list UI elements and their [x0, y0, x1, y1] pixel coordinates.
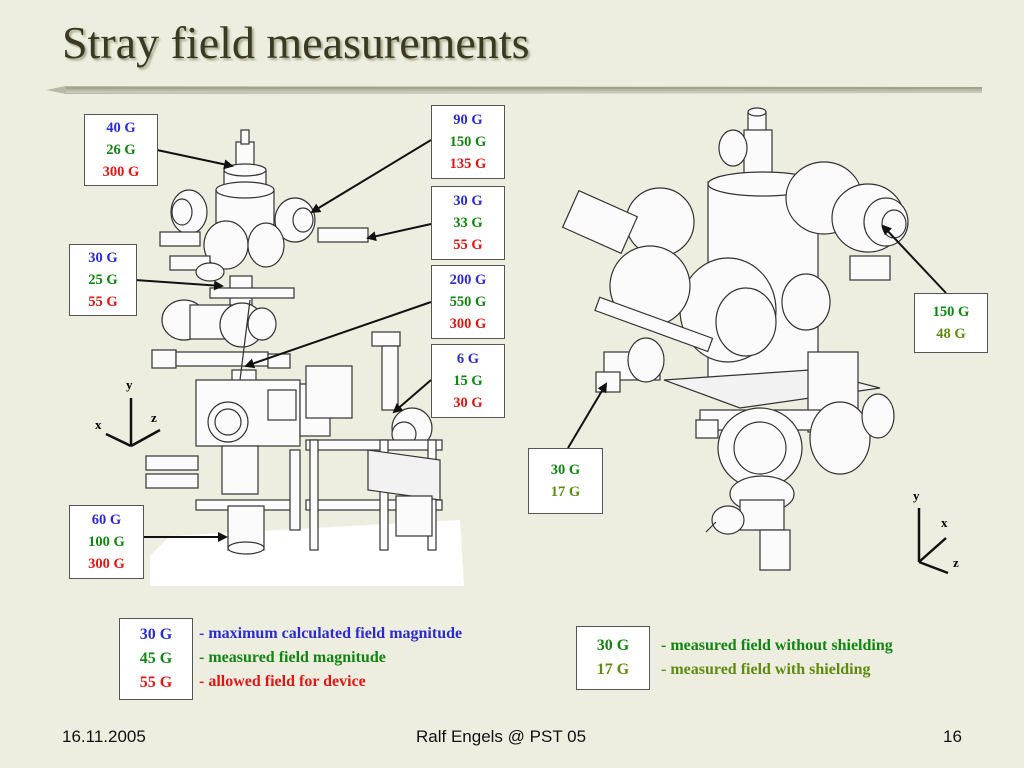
axes-left	[105, 398, 161, 448]
left-apparatus-drawing	[145, 129, 443, 555]
with-shielding-value: 17 G	[550, 484, 581, 500]
shielding-box-lower: 30 G 17 G	[528, 448, 603, 514]
footer-author: Ralf Engels @ PST 05	[416, 727, 587, 746]
max-calculated-value: 30 G	[453, 193, 483, 209]
max-calculated-value: 60 G	[91, 512, 122, 528]
without-shielding-value: 30 G	[550, 462, 581, 478]
measured-value: 550 G	[449, 294, 487, 310]
legend-value-without-shielding: 30 G	[596, 637, 630, 654]
axis-label-z-right: z	[953, 555, 959, 570]
measured-value: 15 G	[453, 373, 483, 389]
allowed-value: 300 G	[449, 316, 487, 332]
legend-desc-measured: - measured field magnitude	[199, 649, 386, 666]
field-box-center-1: 90 G 150 G 135 G	[431, 105, 505, 179]
slide-title: Stray field measurements	[62, 17, 530, 68]
allowed-value: 55 G	[453, 237, 483, 253]
title-divider	[46, 86, 982, 94]
field-box-center-3: 200 G 550 G 300 G	[431, 265, 505, 339]
field-box-middle-left: 30 G 25 G 55 G	[69, 244, 137, 316]
with-shielding-value: 48 G	[936, 326, 966, 342]
legend-desc-allowed: - allowed field for device	[199, 673, 366, 690]
allowed-value: 30 G	[453, 395, 483, 411]
max-calculated-value: 40 G	[106, 120, 136, 136]
allowed-value: 135 G	[449, 156, 487, 172]
measured-value: 26 G	[106, 142, 136, 158]
legend-field-descriptions: - maximum calculated field magnitude - m…	[199, 622, 559, 702]
legend-value-green: 45 G	[139, 650, 173, 667]
legend-value-blue: 30 G	[139, 626, 173, 643]
allowed-value: 300 G	[102, 164, 140, 180]
axis-label-y-right: y	[913, 488, 920, 503]
legend-value-with-shielding: 17 G	[596, 661, 630, 678]
field-box-bottom-left: 60 G 100 G 300 G	[69, 505, 144, 579]
legend-desc-without-shielding: - measured field without shielding	[661, 637, 893, 654]
axis-label-x-right: x	[941, 515, 948, 530]
measured-value: 100 G	[88, 534, 125, 550]
allowed-value: 55 G	[88, 294, 118, 310]
axis-label-x-left: x	[95, 417, 102, 432]
field-box-center-2: 30 G 33 G 55 G	[431, 186, 505, 260]
without-shielding-value: 150 G	[932, 304, 970, 320]
measured-value: 33 G	[453, 215, 483, 231]
max-calculated-value: 200 G	[449, 272, 487, 288]
footer-date: 16.11.2005	[62, 727, 146, 746]
legend-shielding-descriptions: - measured field without shielding - mea…	[661, 634, 981, 684]
legend-field-colors: 30 G 45 G 55 G	[119, 618, 193, 700]
max-calculated-value: 90 G	[453, 112, 483, 128]
measured-value: 150 G	[449, 134, 487, 150]
footer-page-number: 16	[943, 727, 962, 746]
max-calculated-value: 30 G	[88, 250, 118, 266]
measured-value: 25 G	[88, 272, 118, 288]
pointer-arrows	[134, 139, 947, 542]
field-box-center-4: 6 G 15 G 30 G	[431, 344, 505, 418]
allowed-value: 300 G	[88, 556, 125, 572]
shielding-box-upper-right: 150 G 48 G	[914, 293, 988, 353]
axes-right	[917, 508, 949, 575]
axis-label-z-left: z	[151, 410, 157, 425]
legend-shielding: 30 G 17 G	[576, 626, 650, 690]
max-calculated-value: 6 G	[456, 351, 480, 367]
right-apparatus-drawing	[561, 107, 909, 571]
legend-desc-max-calculated: - maximum calculated field magnitude	[199, 625, 463, 642]
legend-desc-with-shielding: - measured field with shielding	[661, 661, 871, 678]
legend-value-red: 55 G	[139, 674, 173, 691]
axis-label-y-left: y	[126, 377, 133, 392]
field-box-top-left: 40 G 26 G 300 G	[84, 114, 158, 186]
